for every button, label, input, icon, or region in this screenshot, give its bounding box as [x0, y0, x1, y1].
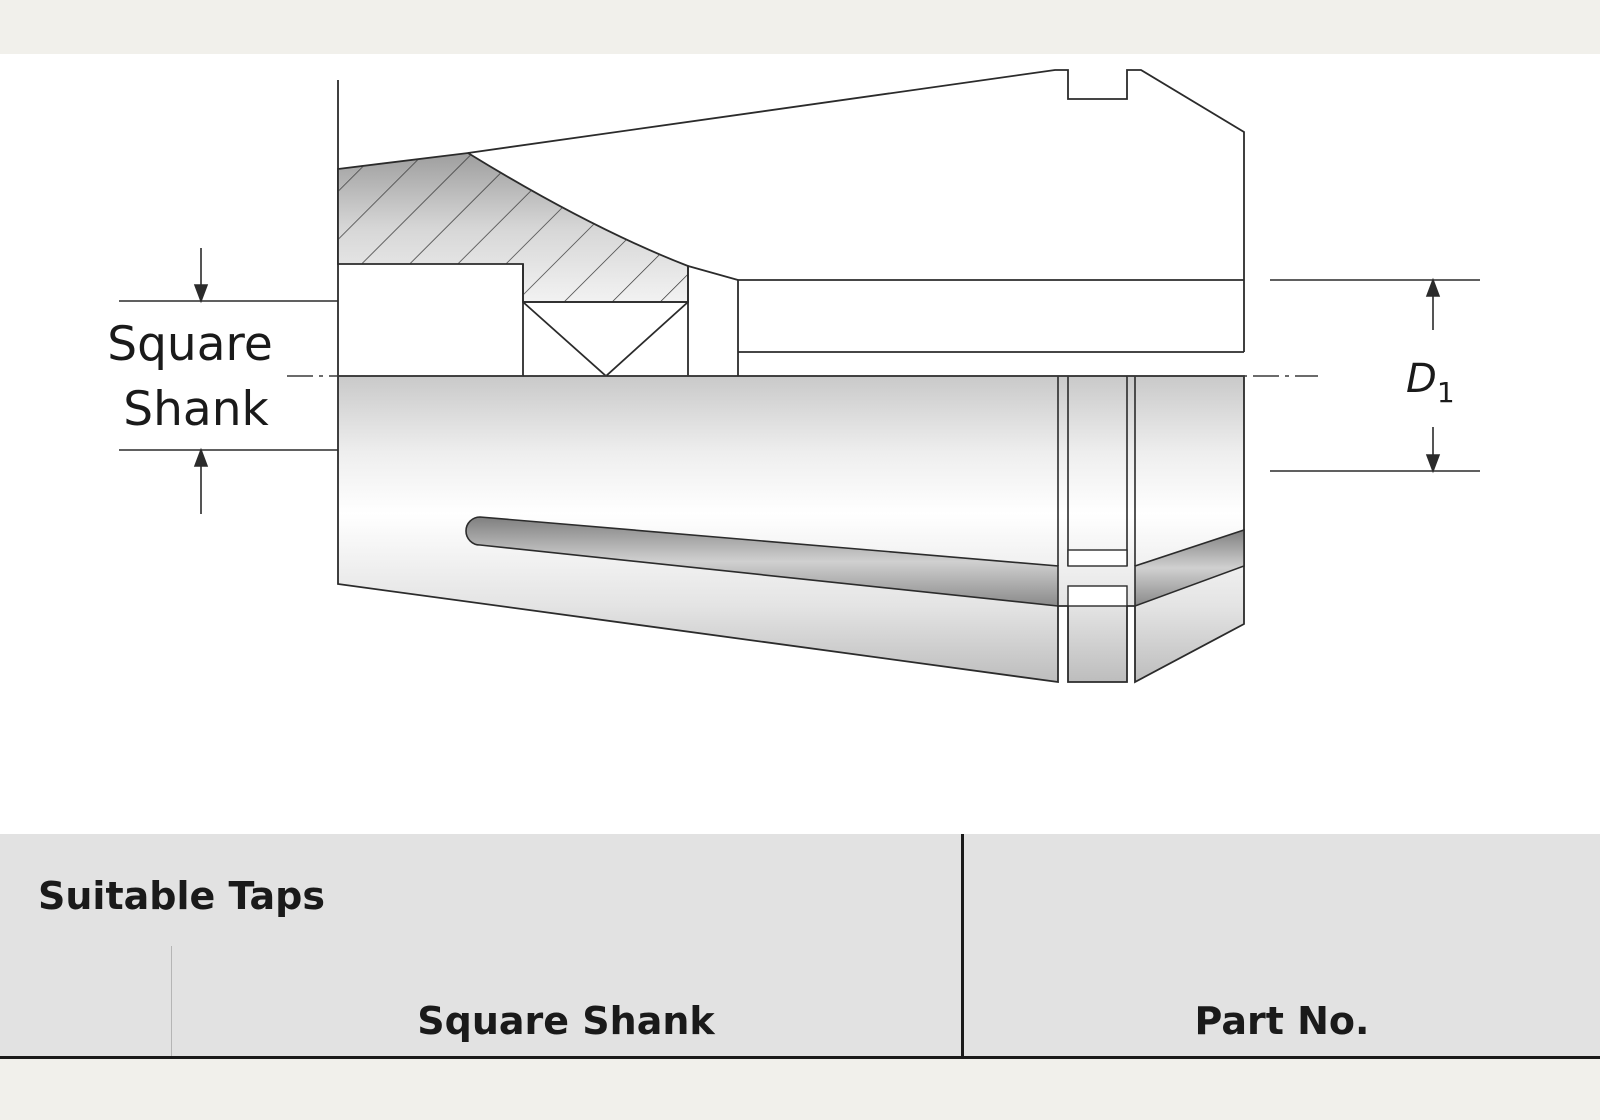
hatched-section — [337, 152, 689, 303]
d1-label-subscript: 1 — [1437, 376, 1455, 409]
column-divider — [961, 834, 964, 1066]
technical-drawing-panel: Square Shank D1 — [0, 54, 1600, 834]
square-shank-dimension — [119, 248, 338, 514]
collet-upper-section — [337, 69, 1245, 376]
sub-column-divider — [171, 946, 172, 1066]
d1-label: D1 — [1406, 356, 1455, 409]
table-header: Suitable Taps Square Shank Part No. — [0, 834, 1600, 1066]
collet-lower-body — [337, 375, 1245, 684]
bottom-margin-band — [0, 1059, 1600, 1120]
square-shank-label-line1: Square — [107, 317, 272, 372]
d1-label-main: D — [1406, 356, 1437, 402]
header-bottom-rule — [0, 1056, 1600, 1059]
collet-cross-section-drawing: Square Shank D1 — [107, 69, 1480, 684]
d1-dimension — [1270, 277, 1480, 474]
column-header-suitable-taps: Suitable Taps — [38, 874, 325, 918]
top-margin-band — [0, 0, 1600, 54]
collet-slot — [465, 516, 1245, 608]
column-header-square-shank: Square Shank — [417, 999, 715, 1043]
square-shank-label-line2: Shank — [123, 382, 269, 437]
column-header-part-no: Part No. — [1194, 999, 1370, 1043]
